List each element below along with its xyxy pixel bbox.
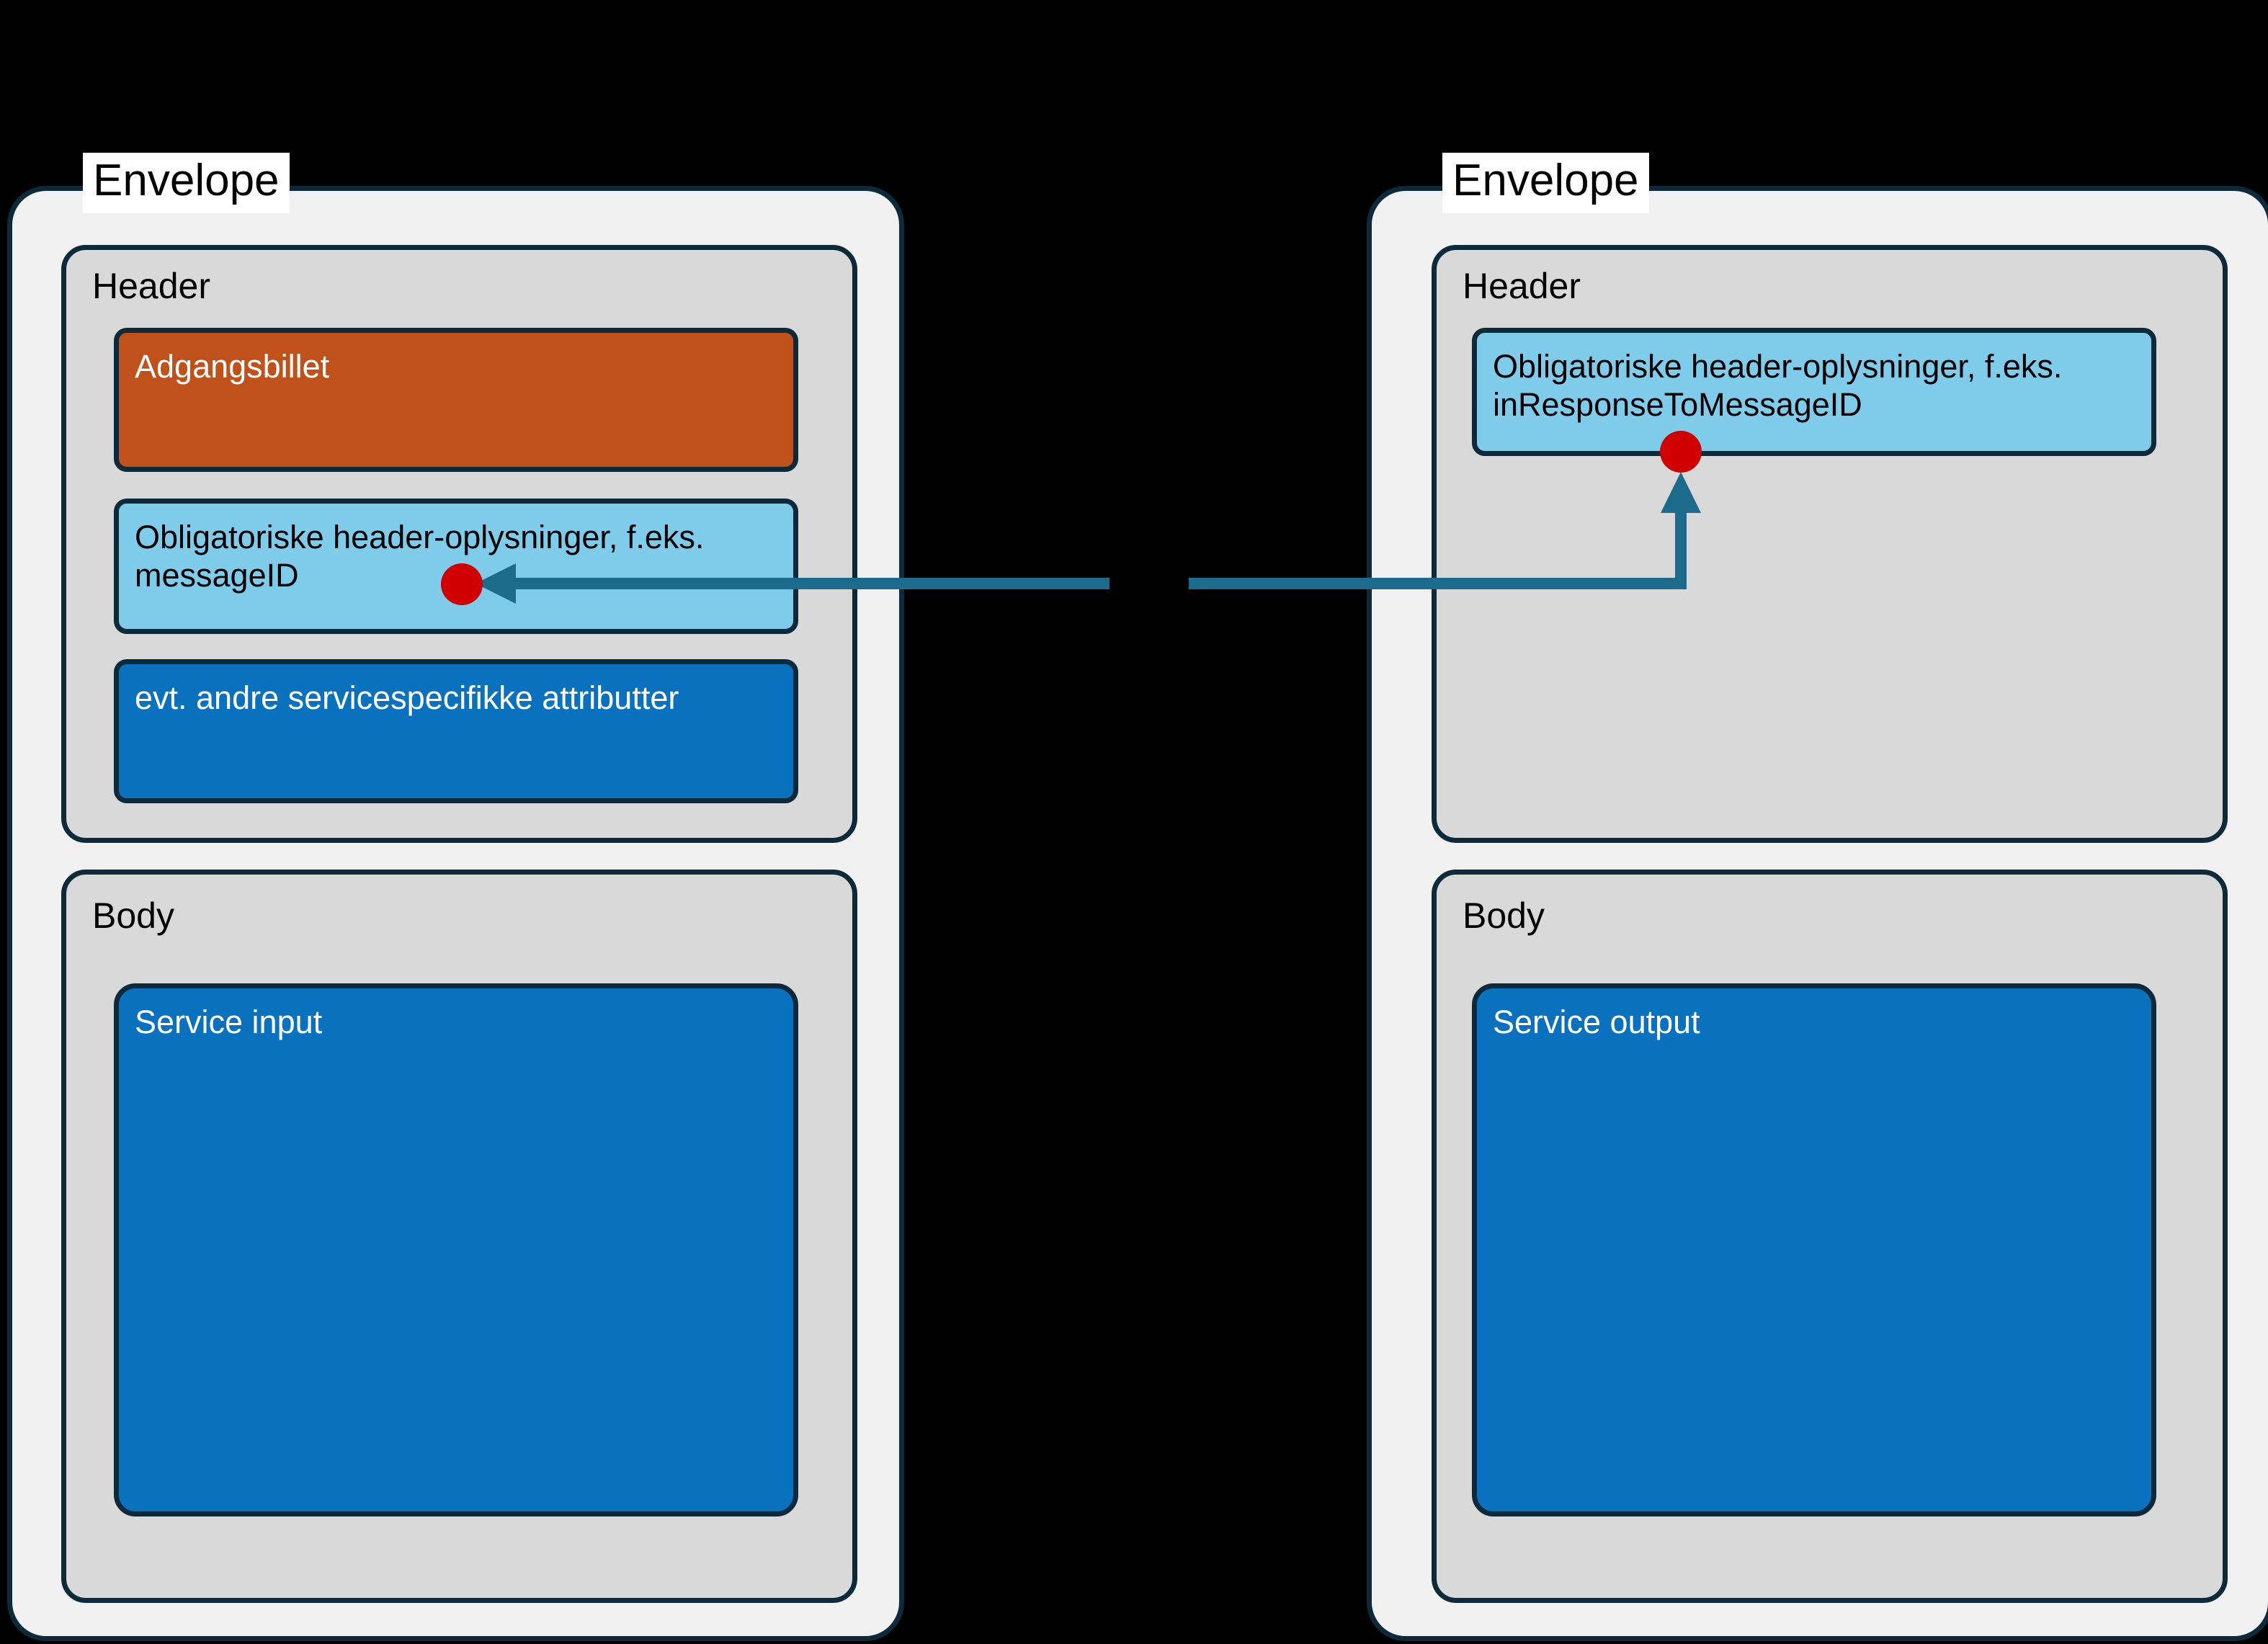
response-body-label: Body xyxy=(1463,895,1545,936)
request-envelope-label: Envelope xyxy=(83,153,290,213)
request-header-label: Header xyxy=(92,266,210,306)
request-body-item-service-input[interactable]: Service input xyxy=(114,983,798,1516)
message-id-anchor-dot xyxy=(441,563,483,605)
in-response-to-message-id-anchor-dot xyxy=(1660,431,1702,473)
response-envelope-label: Envelope xyxy=(1442,153,1649,213)
response-body-item-service-output[interactable]: Service output xyxy=(1472,983,2156,1516)
request-body-label: Body xyxy=(92,895,174,936)
request-header-item-adgangsbillet[interactable]: Adgangsbillet xyxy=(114,328,798,472)
request-header-item-attributter[interactable]: evt. andre servicespecifikke attributter xyxy=(114,659,798,803)
response-header-label: Header xyxy=(1463,266,1581,306)
response-header-item-obligatoriske[interactable]: Obligatoriske header-oplysninger, f.eks.… xyxy=(1472,328,2156,456)
